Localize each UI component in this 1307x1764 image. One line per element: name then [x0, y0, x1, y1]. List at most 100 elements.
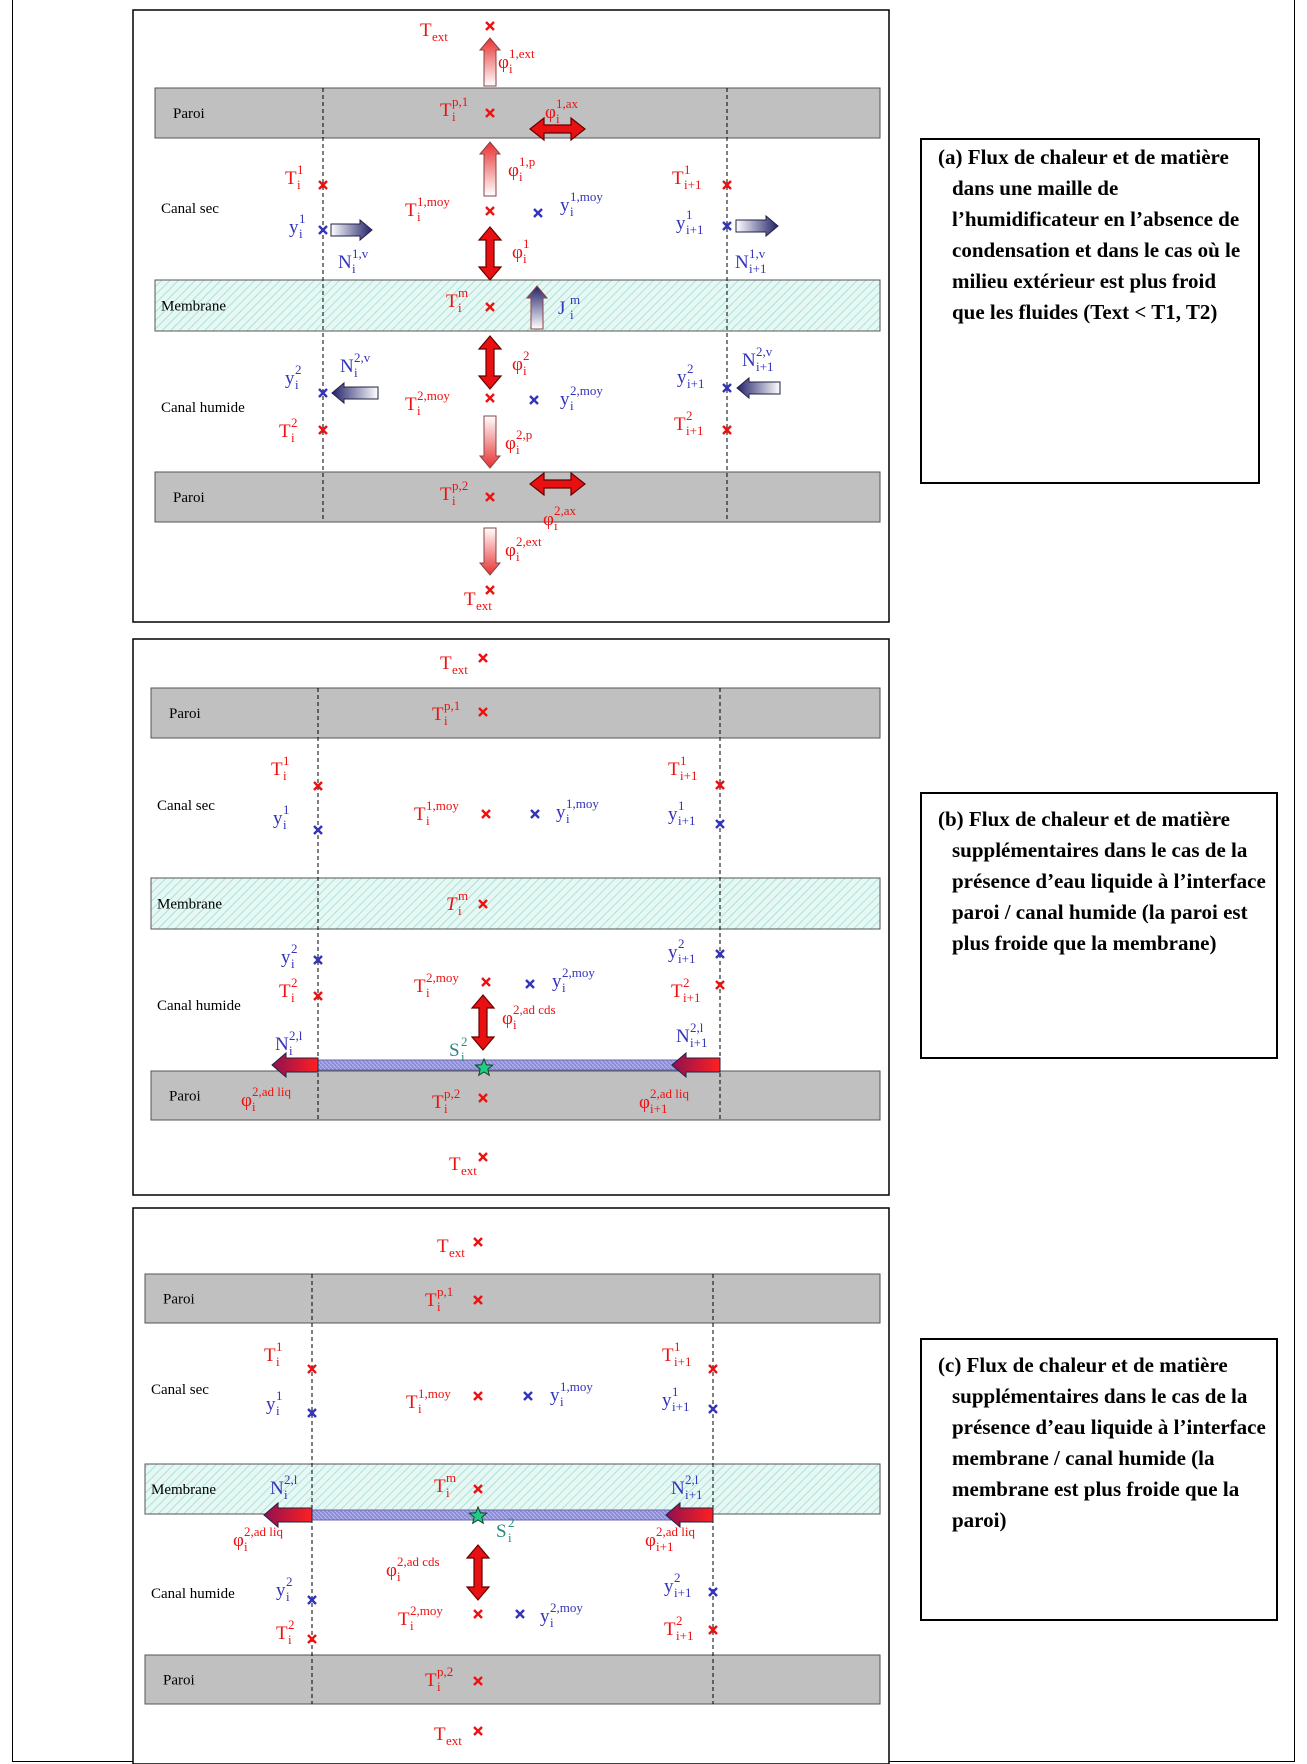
svg-text:S: S	[449, 1040, 460, 1061]
panel-c-label-wall-bottom: Paroi	[163, 1673, 195, 1689]
svg-text:1: 1	[523, 236, 530, 251]
svg-text:S: S	[496, 1521, 507, 1542]
panel-a-band-wall_top	[154, 87, 881, 139]
svg-text:T: T	[464, 589, 476, 610]
svg-text:T: T	[279, 981, 291, 1002]
svg-text:φ: φ	[543, 509, 554, 530]
t2-left-marker	[307, 1634, 317, 1644]
svg-text:1,v: 1,v	[352, 246, 369, 261]
svg-text:φ: φ	[498, 52, 509, 73]
svg-text:i: i	[283, 817, 287, 832]
svg-text:i: i	[426, 813, 430, 828]
n1v-left-arrow	[330, 218, 373, 242]
t-wall2-marker	[478, 1093, 488, 1103]
svg-text:2: 2	[291, 975, 298, 990]
svg-text:i: i	[418, 1401, 422, 1416]
svg-text:i+1: i+1	[676, 1628, 693, 1643]
svg-text:T: T	[671, 981, 683, 1002]
phi-ext-top-arrow	[478, 37, 502, 87]
svg-text:φ: φ	[502, 1008, 513, 1029]
panel-c-label-channel-wet: Canal humide	[151, 1586, 235, 1602]
svg-text:1,moy: 1,moy	[570, 189, 603, 204]
svg-text:T: T	[425, 1670, 437, 1691]
svg-text:i: i	[519, 169, 523, 184]
svg-text:y: y	[276, 1580, 286, 1601]
svg-text:i: i	[458, 300, 462, 315]
svg-text:T: T	[425, 1290, 437, 1311]
t-wall2-marker	[485, 492, 495, 502]
t1-moy-marker	[485, 206, 495, 216]
y1-left-marker	[307, 1408, 317, 1418]
svg-text:T: T	[264, 1345, 276, 1366]
svg-text:T: T	[406, 1392, 418, 1413]
svg-text:p,1: p,1	[437, 1284, 453, 1299]
panel-c-band-wall_top	[144, 1273, 881, 1324]
svg-text:y: y	[273, 808, 283, 829]
svg-text:y: y	[662, 1390, 672, 1411]
y2-right-marker	[708, 1587, 718, 1597]
phi2-arrow	[477, 335, 503, 390]
phi-p2-arrow	[478, 415, 502, 469]
n2v-right-arrow	[736, 376, 781, 400]
svg-text:2,ad liq: 2,ad liq	[650, 1086, 689, 1101]
svg-text:i: i	[570, 398, 574, 413]
n2l-left-arrow	[263, 1501, 313, 1529]
svg-text:1: 1	[283, 802, 290, 817]
svg-text:1: 1	[299, 211, 306, 226]
svg-text:T: T	[662, 1345, 674, 1366]
svg-text:i+1: i+1	[680, 768, 697, 783]
y1-moy-marker	[533, 208, 543, 218]
svg-text:i: i	[410, 1618, 414, 1633]
svg-text:i+1: i+1	[683, 990, 700, 1005]
svg-text:T: T	[405, 200, 417, 221]
svg-text:i+1: i+1	[686, 423, 703, 438]
svg-text:y: y	[676, 213, 686, 234]
panel-c-label-membrane: Membrane	[151, 1482, 216, 1498]
t-wall1-marker	[473, 1295, 483, 1305]
s2-marker	[474, 1057, 494, 1077]
panel-a-label-wall-bottom: Paroi	[173, 490, 205, 506]
svg-text:2,moy: 2,moy	[417, 388, 450, 403]
svg-text:i: i	[509, 61, 513, 76]
svg-text:2: 2	[678, 936, 685, 951]
panel-b-band-membrane	[150, 877, 881, 930]
caption-a-text: (a) Flux de chaleur et de matière dans u…	[938, 145, 1241, 324]
svg-text:i: i	[444, 1101, 448, 1116]
svg-text:p,2: p,2	[444, 1086, 460, 1101]
panel-b-label-wall-bottom: Paroi	[169, 1089, 201, 1105]
svg-text:φ: φ	[505, 540, 516, 561]
caption-a: (a) Flux de chaleur et de matière dans u…	[920, 138, 1260, 484]
svg-text:i+1: i+1	[686, 222, 703, 237]
svg-text:y: y	[281, 947, 291, 968]
svg-text:i+1: i+1	[690, 1035, 707, 1050]
svg-text:T: T	[414, 804, 426, 825]
svg-text:i: i	[291, 956, 295, 971]
panel-a-label-channel-wet: Canal humide	[161, 400, 245, 416]
svg-text:y: y	[560, 195, 570, 216]
svg-text:i: i	[284, 1487, 288, 1502]
svg-text:i: i	[508, 1530, 512, 1545]
caption-c-text: (c) Flux de chaleur et de matière supplé…	[938, 1353, 1266, 1532]
svg-text:i: i	[252, 1099, 256, 1114]
